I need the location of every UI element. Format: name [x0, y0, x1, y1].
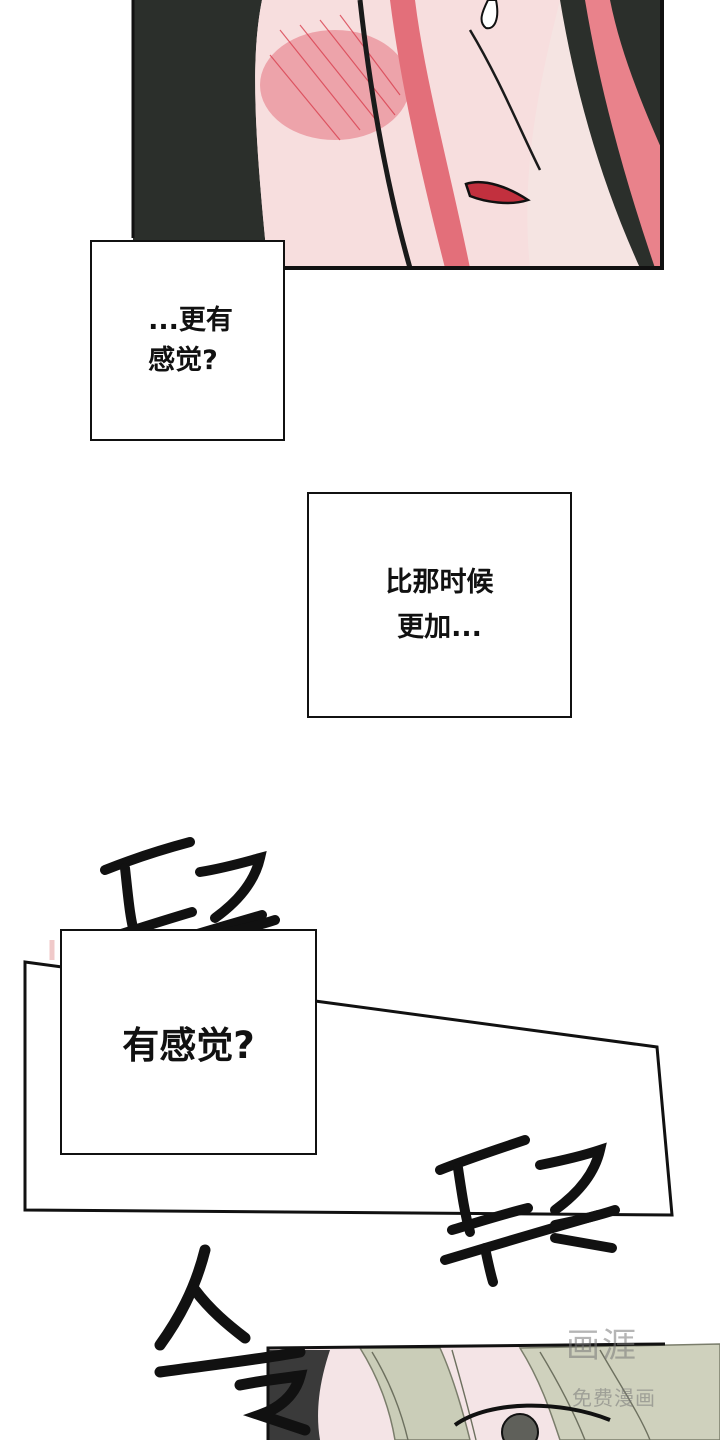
sfx-slide	[154, 1244, 311, 1436]
narration-text-more-feeling: ...更有 感觉?	[148, 304, 233, 376]
narration-text-feeling: 有感觉?	[122, 1024, 255, 1067]
eye-iris	[501, 1413, 539, 1440]
narration-box-more-than-then: 比那时候 更加...	[307, 492, 572, 718]
narration-text-more-than-then: 比那时候 更加...	[385, 567, 494, 643]
watermark-subtitle: 免费漫画	[572, 1386, 656, 1410]
eye-lid	[453, 1403, 611, 1427]
mouth	[464, 180, 531, 205]
sfx-heartbeat-2	[435, 1135, 620, 1287]
watermark-logo: 画涯	[566, 1326, 638, 1366]
hair-left	[133, 0, 268, 268]
narration-box-more-feeling: ...更有 感觉?	[90, 240, 285, 441]
narration-box-feeling: 有感觉?	[60, 929, 317, 1155]
